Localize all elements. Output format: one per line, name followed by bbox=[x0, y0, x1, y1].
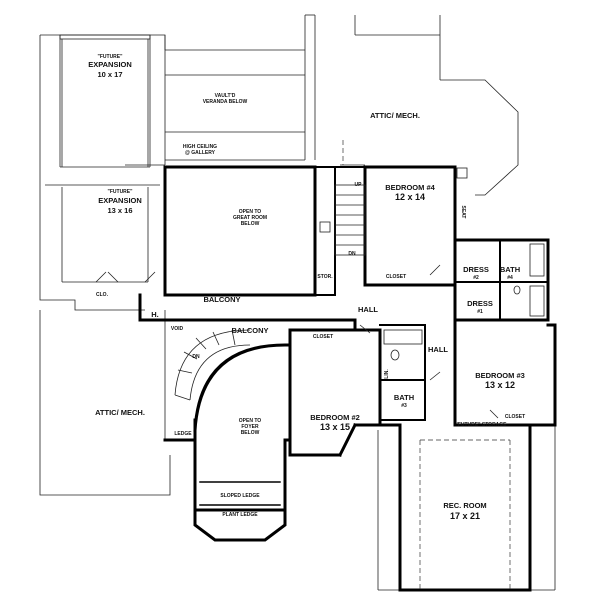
open-great-room-line1: OPEN TO bbox=[239, 209, 262, 215]
seat-label: SEAT bbox=[460, 206, 466, 219]
bath3-num: #3 bbox=[401, 403, 407, 409]
open-great-room-line3: BELOW bbox=[241, 221, 260, 227]
rec-room-size: 17 x 21 bbox=[450, 511, 480, 521]
hall-upper-label: HALL bbox=[358, 305, 378, 314]
dress2-name: DRESS bbox=[463, 265, 489, 274]
fixtures bbox=[319, 167, 545, 361]
bath4-num: #4 bbox=[507, 275, 513, 281]
stairs bbox=[174, 184, 366, 401]
bedroom4-name: BEDROOM #4 bbox=[385, 183, 435, 192]
dress1-num: #1 bbox=[477, 309, 483, 315]
bath3-name: BATH bbox=[394, 393, 414, 402]
plant-ledge-label: PLANT LEDGE bbox=[222, 512, 258, 518]
future-expansion-2-name: EXPANSION bbox=[98, 196, 142, 205]
h-label: H. bbox=[151, 310, 159, 319]
sloped-ledge-label: SLOPED LEDGE bbox=[220, 493, 260, 499]
dn-top-label: DN bbox=[348, 251, 356, 257]
high-ceiling-line1: HIGH CEILING bbox=[183, 144, 217, 150]
bedroom2-size: 13 x 15 bbox=[320, 422, 350, 432]
ledge-label: LEDGE bbox=[174, 431, 192, 437]
bedroom2-name: BEDROOM #2 bbox=[310, 413, 360, 422]
bedroom4-size: 12 x 14 bbox=[395, 192, 425, 202]
hall-lower-label: HALL bbox=[428, 345, 448, 354]
open-foyer-line1: OPEN TO bbox=[239, 418, 262, 424]
high-ceiling-line2: @ GALLERY bbox=[185, 150, 216, 156]
bath4-name: BATH bbox=[500, 265, 520, 274]
bedroom3-name: BEDROOM #3 bbox=[475, 371, 525, 380]
open-great-room-line2: GREAT ROOM bbox=[233, 215, 267, 221]
lin-label: LIN. bbox=[384, 369, 390, 379]
labels: "FUTURE" EXPANSION 10 x 17 "FUTURE" EXPA… bbox=[88, 54, 525, 521]
up-label: UP bbox=[355, 182, 363, 188]
closet-b2-label: CLOSET bbox=[313, 334, 333, 340]
dn-stair-label: DN bbox=[192, 354, 200, 360]
balcony-main-label: BALCONY bbox=[203, 295, 240, 304]
future-expansion-1-size: 10 x 17 bbox=[97, 70, 122, 79]
void-label: VOID bbox=[171, 326, 184, 332]
dashed-lines bbox=[342, 140, 511, 590]
bedroom3-size: 13 x 12 bbox=[485, 380, 515, 390]
rec-room-name: REC. ROOM bbox=[443, 501, 486, 510]
attic-mech-top-label: ATTIC/ MECH. bbox=[370, 111, 420, 120]
closet-b4-label: CLOSET bbox=[386, 274, 406, 280]
future-expansion-1-tag: "FUTURE" bbox=[97, 54, 123, 60]
stor-label: STOR. bbox=[317, 274, 333, 280]
open-foyer-line2: FOYER bbox=[241, 424, 259, 430]
dress1-name: DRESS bbox=[467, 299, 493, 308]
vault-veranda-line1: VAULT'D bbox=[215, 93, 236, 99]
balcony-lower-label: BALCONY bbox=[231, 326, 268, 335]
clo-label: CLO. bbox=[96, 292, 109, 298]
future-expansion-2-tag: "FUTURE" bbox=[107, 189, 133, 195]
doors bbox=[95, 264, 499, 419]
future-expansion-1-name: EXPANSION bbox=[88, 60, 132, 69]
dress2-num: #2 bbox=[473, 275, 479, 281]
walls bbox=[138, 165, 557, 592]
future-expansion-2-size: 13 x 16 bbox=[107, 206, 132, 215]
vault-veranda-line2: VERANDA BELOW bbox=[203, 99, 248, 105]
future-storage-label: "FUTURE" STORAGE bbox=[455, 422, 507, 428]
open-foyer-line3: BELOW bbox=[241, 430, 260, 436]
attic-mech-left-label: ATTIC/ MECH. bbox=[95, 408, 145, 417]
closet-b3-label: CLOSET bbox=[505, 414, 525, 420]
